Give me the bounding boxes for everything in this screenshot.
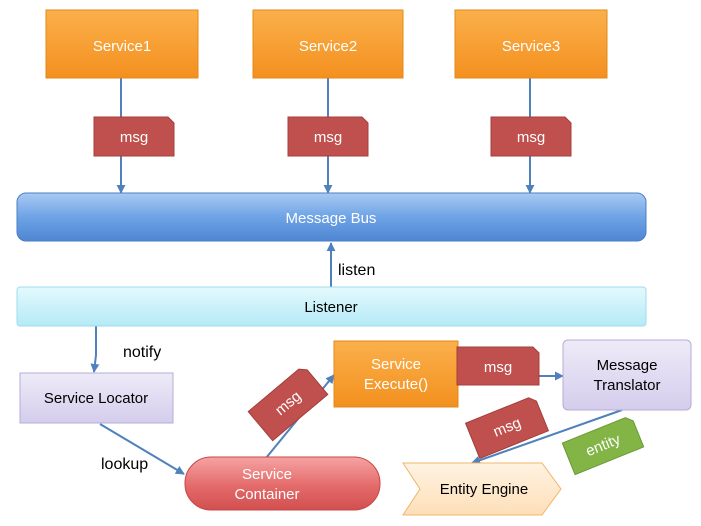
arrow-locator-to-container <box>99 423 185 475</box>
message-bus-label: Message Bus <box>286 210 377 227</box>
service2-box: Service2 <box>252 9 404 79</box>
service-container-label-line2: Container <box>234 486 299 503</box>
listener-label: Listener <box>304 299 357 316</box>
edge-label-lookup: lookup <box>101 456 148 473</box>
service1-label: Service1 <box>93 38 151 55</box>
service-locator-box: Service Locator <box>19 372 174 424</box>
service1-box: Service1 <box>45 9 199 79</box>
entity-engine-shape: Entity Engine <box>402 462 562 516</box>
edge-label-listen: listen <box>338 262 375 279</box>
entity-engine-label: Entity Engine <box>440 481 528 498</box>
service-container: Service Container <box>184 456 381 511</box>
msg-tag-1: msg <box>93 116 175 157</box>
message-translator-label-line2: Translator <box>594 377 661 394</box>
service3-box: Service3 <box>454 9 608 79</box>
msg-tag-container: msg <box>247 368 329 442</box>
entity-tag: entity <box>561 417 645 476</box>
service-execute-label-line1: Service <box>371 356 421 373</box>
service-container-label-line1: Service <box>242 466 292 483</box>
msg-label-3: msg <box>517 129 545 146</box>
message-bus: Message Bus <box>16 192 647 242</box>
arrow-translator-to-engine <box>471 409 623 465</box>
msg-tag-2: msg <box>287 116 369 157</box>
listener-bar: Listener <box>16 286 647 327</box>
service-execute-box: Service Execute() <box>333 340 459 408</box>
msg-tag-translator: msg <box>464 397 550 460</box>
service2-label: Service2 <box>299 38 357 55</box>
service-locator-label: Service Locator <box>44 390 148 407</box>
msg-label-1: msg <box>120 129 148 146</box>
msg-label-2: msg <box>314 129 342 146</box>
message-translator-box: Message Translator <box>562 339 692 411</box>
service-execute-label-line2: Execute() <box>364 376 428 393</box>
service3-label: Service3 <box>502 38 560 55</box>
msg-tag-execute: msg <box>456 346 540 386</box>
msg-tag-3: msg <box>490 116 572 157</box>
edge-label-notify: notify <box>123 344 161 361</box>
arrow-listener-to-locator <box>90 326 100 373</box>
message-translator-label-line1: Message <box>597 357 658 374</box>
msg-label-execute: msg <box>484 359 512 376</box>
